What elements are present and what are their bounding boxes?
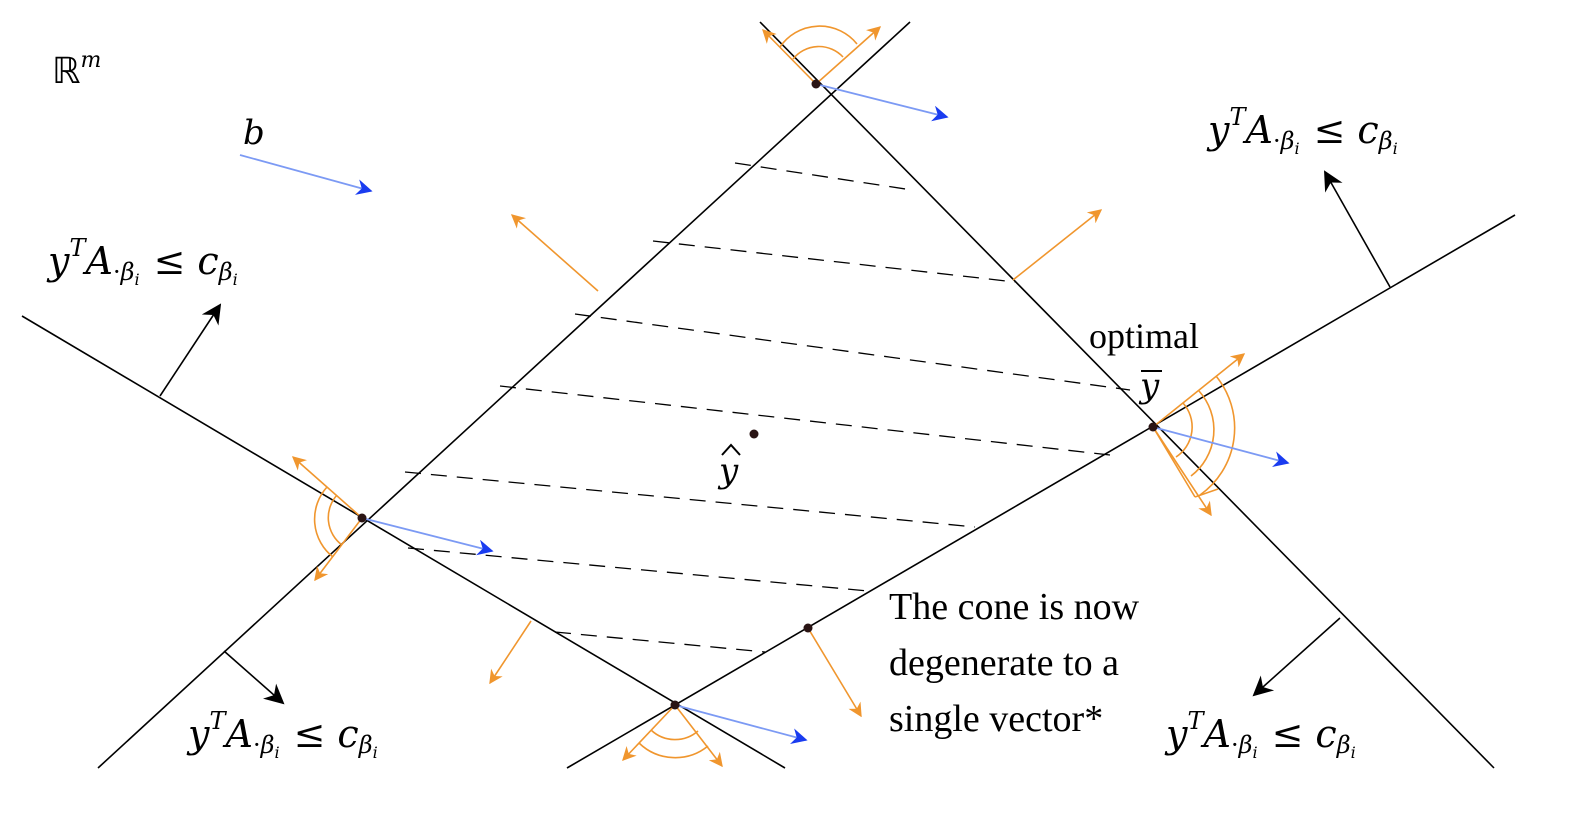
- level-line: [404, 471, 976, 528]
- constraint-label-bottom-right: yTA·βi≤cβi: [1164, 707, 1356, 762]
- constraint-line-lower-left: [21, 315, 786, 769]
- orange-normal-arrow: [510, 214, 599, 292]
- orange-normal-arrow: [1012, 209, 1103, 281]
- cone-note: The cone is now degenerate to a single v…: [889, 586, 1140, 740]
- vertex-cone-optimal: [1152, 353, 1246, 517]
- svg-text:yTA·βi≤cβi: yTA·βi≤cβi: [1164, 707, 1356, 762]
- interior-point-y-hat: [749, 429, 759, 439]
- vertex-cone-left: [291, 456, 363, 582]
- level-line: [407, 547, 869, 592]
- constraint-line-upper-left: [97, 21, 911, 769]
- b-arrow-bottom: [674, 704, 808, 745]
- cone-arc: [638, 742, 709, 759]
- cone-arc: [1199, 375, 1236, 496]
- constraint-normals: [159, 170, 1391, 705]
- svg-text:yTA·βi≤cβi: yTA·βi≤cβi: [46, 234, 238, 289]
- space-label: ℝm: [52, 48, 101, 91]
- svg-text:yTA·βi≤cβi: yTA·βi≤cβi: [186, 707, 378, 762]
- cone-note-line2: degenerate to a: [889, 642, 1119, 684]
- cone-arrow: [815, 26, 882, 85]
- constraint-label-bottom-left: yTA·βi≤cβi: [186, 707, 378, 762]
- level-line: [574, 313, 1131, 391]
- cone-arc: [1190, 390, 1215, 477]
- vertex-bottom: [670, 700, 680, 710]
- cone-edge: [1152, 426, 1196, 498]
- cone-arrow: [1152, 353, 1246, 428]
- vertex-dots: [357, 79, 1158, 710]
- b-arrow-legend: [239, 154, 373, 195]
- cone-note-line3: single vector*: [889, 698, 1103, 740]
- level-line: [652, 240, 1016, 283]
- constraint-line-upper-right: [759, 21, 1495, 769]
- normal-arrow-bottom-left: [223, 650, 285, 705]
- cone-arrow: [762, 29, 817, 85]
- normal-arrow-right: [1324, 170, 1391, 288]
- b-arrow-left: [361, 517, 494, 556]
- constraint-line-lower-right: [566, 214, 1516, 769]
- vertex-left: [357, 513, 367, 523]
- cone-edge: [1194, 488, 1219, 498]
- normal-arrow-left: [159, 303, 222, 397]
- b-direction-arrows: [239, 83, 1290, 745]
- vertex-cone-bottom: [622, 704, 723, 768]
- vertex-optimal: [1148, 422, 1158, 432]
- orange-normal-arrow: [489, 620, 532, 685]
- cone-arc: [327, 494, 343, 546]
- constraint-label-top-right: yTA·βi≤cβi: [1206, 103, 1398, 158]
- svg-text:y: y: [717, 451, 739, 491]
- cone-arc: [1175, 402, 1193, 458]
- cone-arc: [650, 729, 699, 741]
- level-line: [734, 162, 913, 191]
- level-line: [554, 631, 766, 653]
- vertex-cone-top: [762, 25, 882, 85]
- degenerate-point: [803, 623, 813, 633]
- cone-arrow: [314, 517, 363, 582]
- cone-arrow: [622, 704, 676, 762]
- y-hat-accent: [721, 443, 741, 456]
- b-arrow-top: [815, 83, 949, 122]
- optimal-label: optimal: [1089, 316, 1199, 356]
- level-line: [499, 385, 1111, 456]
- svg-text:yTA·βi≤cβi: yTA·βi≤cβi: [1206, 103, 1398, 158]
- b-label: b: [243, 113, 265, 153]
- svg-text:y: y: [1138, 366, 1160, 406]
- vertex-top: [811, 79, 821, 89]
- objective-level-lines: [404, 162, 1131, 653]
- cone-arc: [779, 25, 858, 48]
- b-arrow-optimal: [1152, 426, 1290, 468]
- normal-arrow-bottom-right: [1252, 617, 1341, 697]
- y-bar-label: y: [1138, 366, 1162, 406]
- constraint-label-left: yTA·βi≤cβi: [46, 234, 238, 289]
- y-hat-label: y: [717, 443, 741, 491]
- cone-arc: [792, 45, 844, 60]
- cone-arrow: [674, 704, 723, 768]
- cone-note-line1: The cone is now: [889, 586, 1140, 628]
- facet-normals: [489, 209, 1103, 718]
- constraint-lines: [21, 21, 1516, 769]
- cone-arc: [313, 486, 334, 558]
- orange-normal-arrow: [807, 627, 862, 718]
